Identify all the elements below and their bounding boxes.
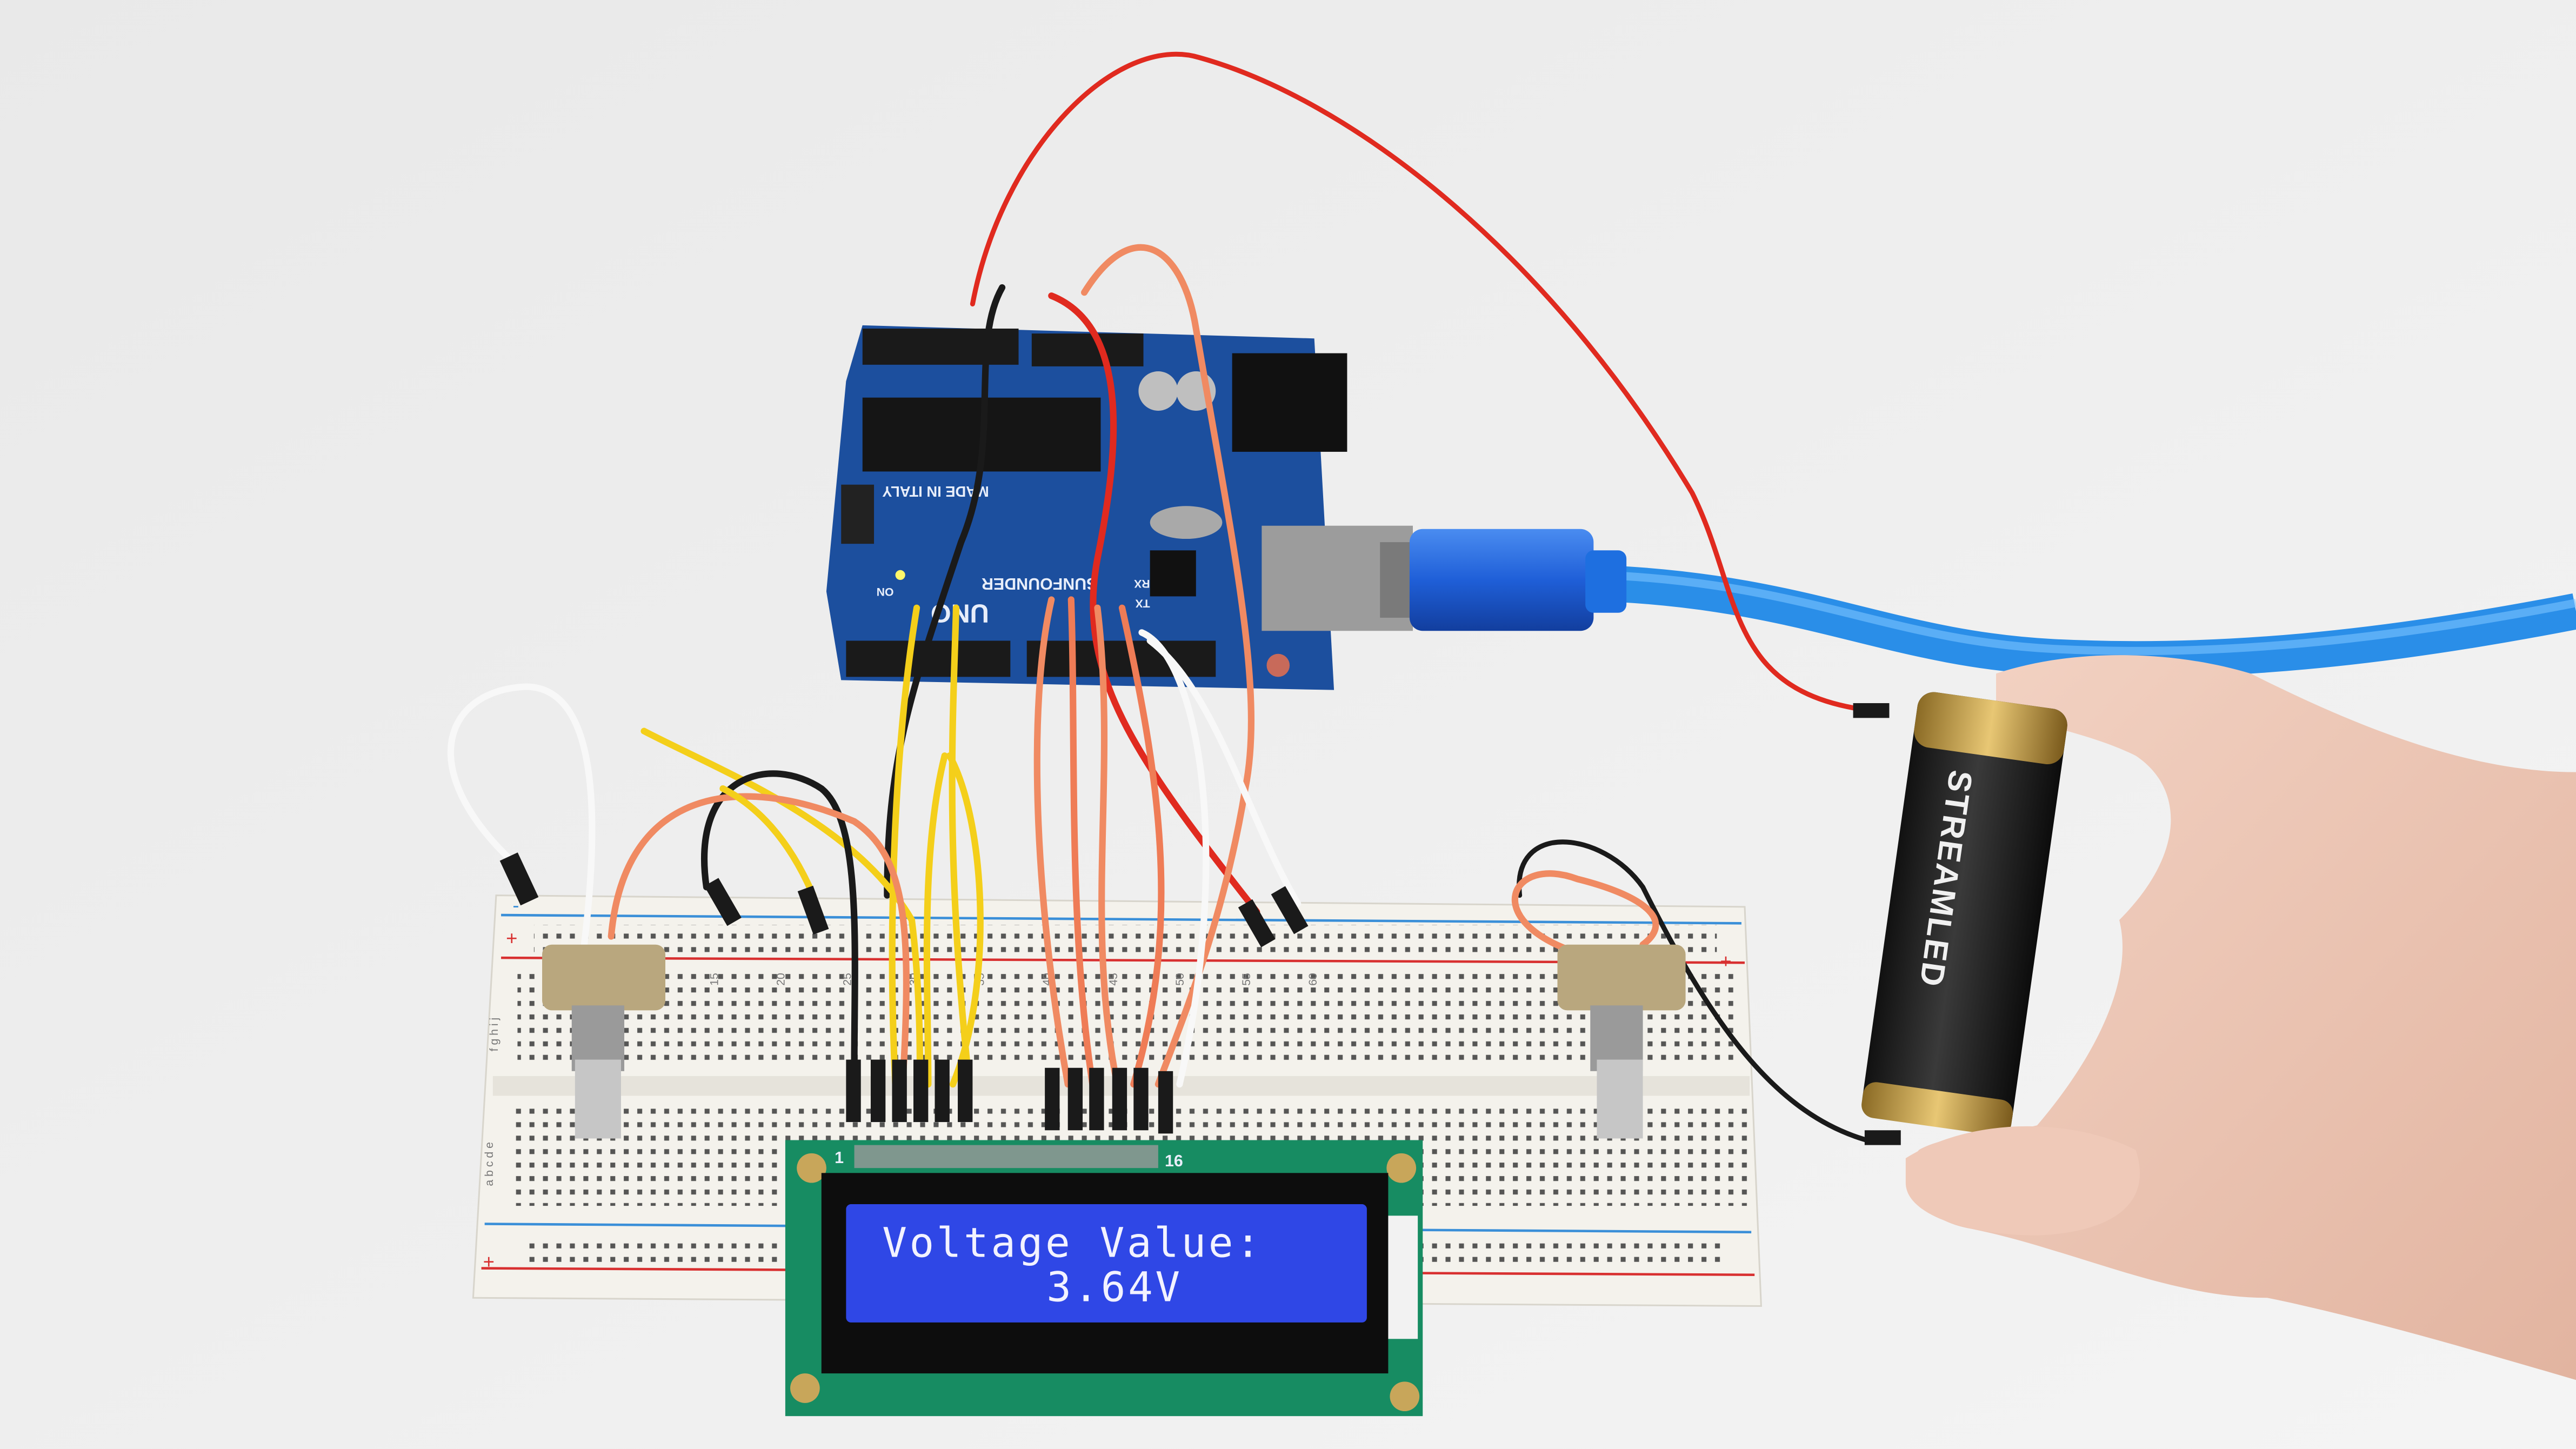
jumper-wires <box>448 51 1876 1145</box>
wire-yellow <box>640 727 924 1088</box>
wire-yellow <box>949 604 973 1088</box>
wire-black <box>884 284 1006 899</box>
arduino-uno-board: MADE IN ITALY SUNFOUNDER UNO ON RX TX <box>826 325 1347 690</box>
usb-plug <box>1262 525 1627 631</box>
reset-button[interactable] <box>1266 653 1290 677</box>
lcd-pin-1-label: 1 <box>835 1148 844 1167</box>
column-number: 25 <box>840 973 853 986</box>
wire-pin-ends <box>499 703 1901 1145</box>
wire-white-loop <box>448 683 596 957</box>
column-number: 15 <box>708 973 720 986</box>
wire-orange <box>1118 604 1165 1088</box>
potentiometer-left[interactable] <box>542 944 666 1139</box>
column-number: 55 <box>1240 973 1253 986</box>
column-number: 20 <box>774 973 787 986</box>
on-label: ON <box>877 585 894 598</box>
brand-label: SUNFOUNDER <box>982 575 1097 593</box>
lcd-pin-16-label: 16 <box>1165 1152 1183 1170</box>
on-led <box>895 570 905 580</box>
wire-black <box>700 770 858 1071</box>
wire-white <box>1146 637 1302 907</box>
wire-red-battery <box>970 51 1867 712</box>
column-number: 60 <box>1306 973 1319 986</box>
row-letters-top: f g h i j <box>488 1018 500 1052</box>
thumb <box>1905 1126 2140 1236</box>
usb-cable <box>1601 565 2576 678</box>
wire-orange <box>608 793 910 1071</box>
lcd-screen <box>846 1204 1367 1323</box>
wire-yellow <box>923 752 984 1088</box>
wire-orange <box>1033 596 1071 1088</box>
column-number: 50 <box>1173 973 1186 986</box>
rail-plus-label: + <box>483 1251 495 1273</box>
wire-yellow <box>719 785 817 899</box>
wire-red <box>1048 292 1260 916</box>
wire-orange <box>1067 596 1096 1088</box>
tx-label: TX <box>1135 597 1150 610</box>
lcd-line-2: 3.64V <box>1046 1263 1182 1311</box>
rx-label: RX <box>1134 577 1150 590</box>
wire-orange-right <box>1511 870 1659 957</box>
rail-minus-label: - <box>512 894 519 916</box>
lcd-line-1: Voltage Value: <box>882 1218 1263 1266</box>
dc-jack <box>1232 353 1347 452</box>
column-number: 45 <box>1107 973 1120 986</box>
wire-yellow <box>889 604 920 1088</box>
row-letters-bottom: a b c d e <box>483 1142 496 1186</box>
rail-plus-label: + <box>1720 950 1731 972</box>
lcd1602-module: 1 16 Voltage Value: 3.64V <box>785 1140 1423 1417</box>
wire-orange-long <box>1081 244 1254 1088</box>
wire-orange <box>1094 604 1120 1088</box>
reset-header <box>841 484 875 544</box>
wire-black-right <box>1517 839 1876 1145</box>
made-in-label: MADE IN ITALY <box>882 483 989 500</box>
battery: STREAMLED <box>1861 692 2067 1136</box>
rail-plus-label: + <box>506 927 517 949</box>
potentiometer-right[interactable] <box>1557 944 1686 1139</box>
